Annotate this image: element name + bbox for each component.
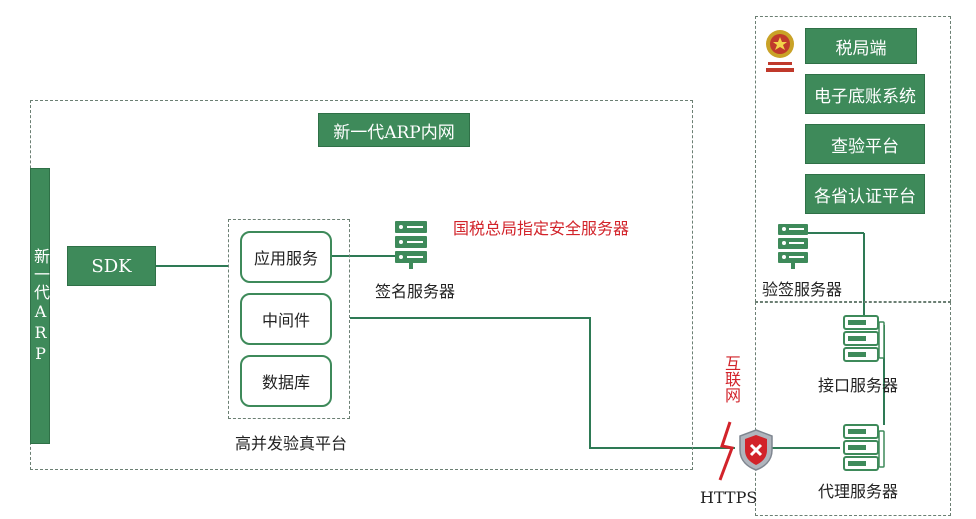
arp-side-label-text: 新一代ARP [31, 247, 50, 365]
interface-server-icon [843, 315, 885, 362]
sign-server-label: 签名服务器 [375, 282, 456, 301]
proxy-server-icon [843, 424, 885, 471]
provincial-auth-platform: 各省认证平台 [805, 174, 925, 214]
security-note: 国税总局指定安全服务器 [453, 219, 630, 238]
interface-server-label: 接口服务器 [818, 376, 899, 395]
verify-server-label: 验签服务器 [762, 280, 843, 299]
sign-server-icon [395, 221, 427, 269]
internet-label: 互联网 [720, 346, 742, 412]
module-app-service: 应用服务 [240, 231, 332, 283]
firewall-shield-icon [739, 429, 773, 471]
module-middleware: 中间件 [240, 293, 332, 345]
platform-boundary [228, 219, 350, 419]
intranet-title: 新一代ARP内网 [318, 113, 470, 147]
lightning-icon [718, 421, 735, 481]
internet-label-text: 互联网 [722, 355, 741, 403]
arp-side-label: 新一代ARP [30, 168, 50, 444]
verify-server-icon [778, 224, 808, 269]
inspection-platform: 查验平台 [805, 124, 925, 164]
proxy-server-label: 代理服务器 [818, 482, 899, 501]
tax-bureau-end: 税局端 [805, 28, 917, 64]
module-database: 数据库 [240, 355, 332, 407]
sdk-box: SDK [67, 246, 156, 286]
tax-emblem-icon [766, 30, 794, 72]
tax-bureau-boundary [755, 16, 951, 302]
line-middleware-firewall [350, 317, 735, 449]
https-label: HTTPS [700, 488, 758, 507]
tax-bureau-server-boundary [755, 302, 951, 516]
electronic-ledger-system: 电子底账系统 [805, 74, 925, 114]
platform-label: 高并发验真平台 [235, 434, 348, 453]
